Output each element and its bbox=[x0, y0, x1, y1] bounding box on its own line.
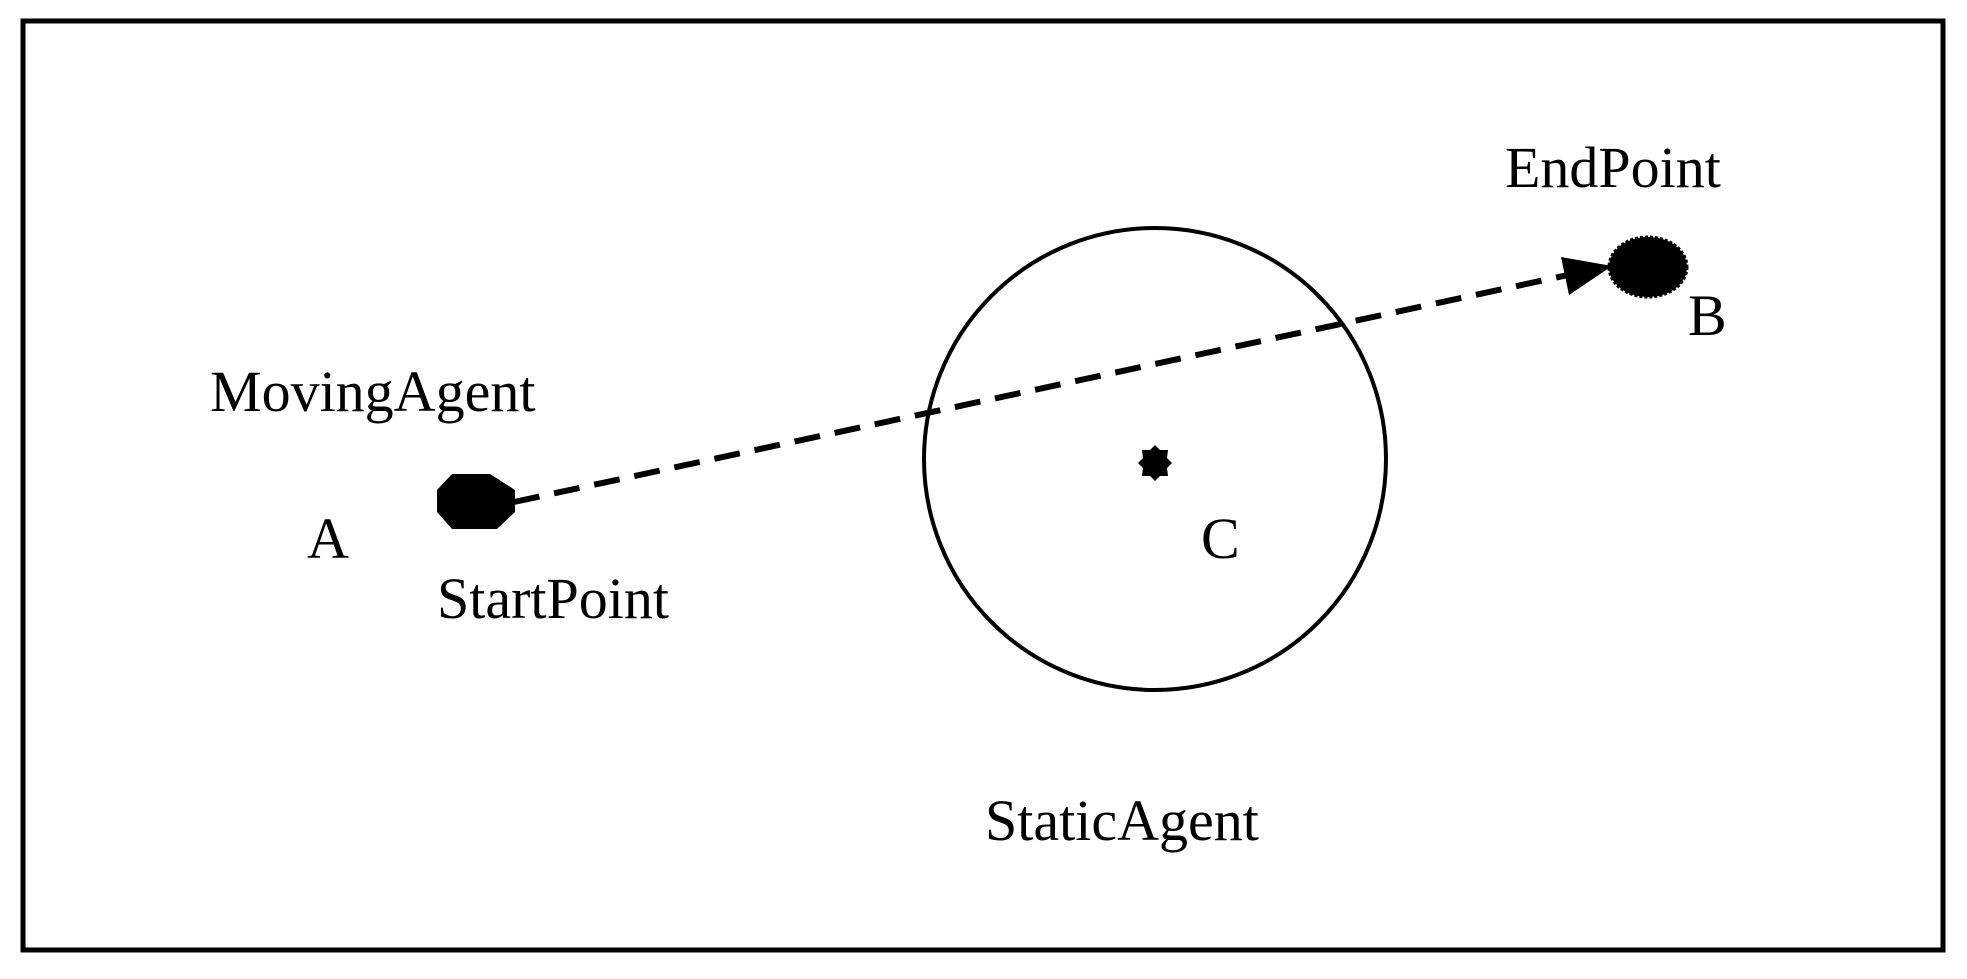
point-b-label: B bbox=[1688, 283, 1727, 348]
moving-agent-label: MovingAgent bbox=[210, 359, 535, 424]
diagram-frame bbox=[20, 18, 1946, 953]
moving-agent-marker bbox=[437, 474, 515, 529]
trajectory-path bbox=[513, 272, 1569, 505]
static-agent-circle bbox=[922, 226, 1388, 692]
start-point-label: StartPoint bbox=[437, 566, 669, 631]
static-agent-label: StaticAgent bbox=[985, 788, 1259, 853]
point-c-label: C bbox=[1201, 506, 1240, 571]
end-point-marker bbox=[1607, 235, 1689, 299]
point-a-label: A bbox=[307, 506, 349, 571]
trajectory-arrowhead bbox=[1561, 257, 1612, 295]
static-agent-marker bbox=[1138, 445, 1172, 481]
end-point-label: EndPoint bbox=[1505, 135, 1721, 200]
